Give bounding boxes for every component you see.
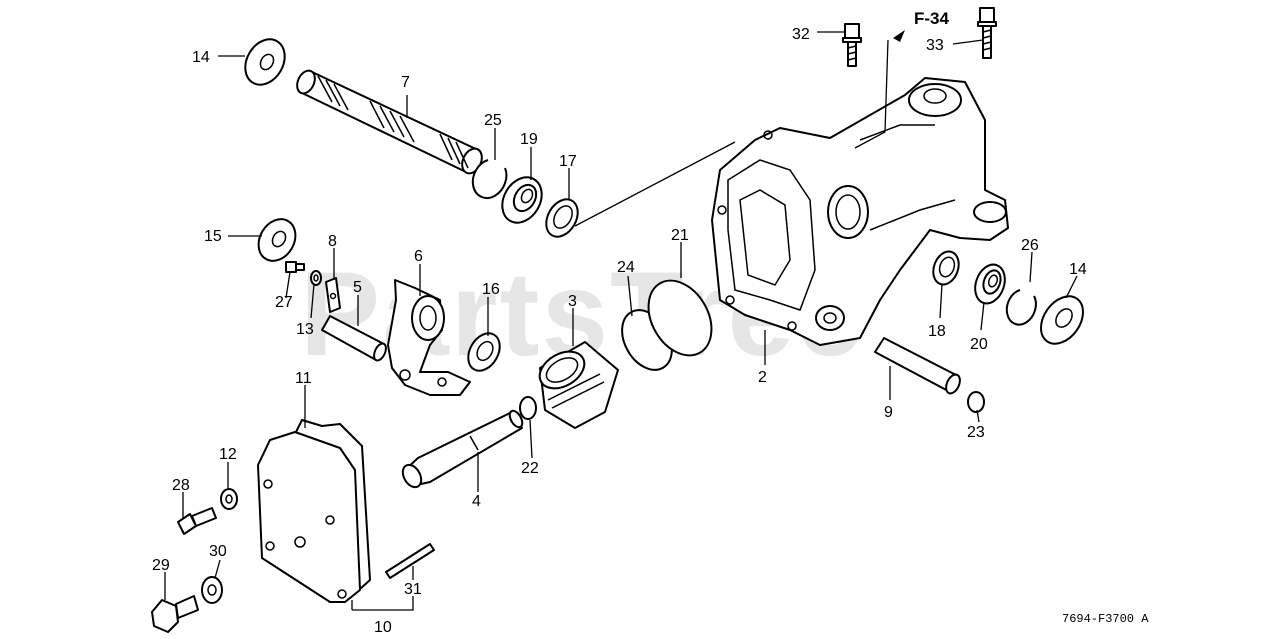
part-19-bearing[interactable] xyxy=(494,170,549,230)
callout-19: 19 xyxy=(520,131,538,148)
callout-28: 28 xyxy=(172,477,190,494)
part-30-washer[interactable] xyxy=(201,576,223,604)
callout-25: 25 xyxy=(484,112,502,129)
f34-arrow-head xyxy=(893,30,905,42)
callout-labels: 14 7 25 19 17 32 33 15 8 6 27 13 5 16 3 … xyxy=(152,26,1087,636)
figure-reference[interactable]: F-34 xyxy=(914,9,950,28)
callout-26: 26 xyxy=(1021,237,1039,254)
callout-3: 3 xyxy=(568,293,577,310)
part-22-o-ring[interactable] xyxy=(519,396,537,420)
part-13-washer[interactable] xyxy=(310,270,322,286)
callout-12: 12 xyxy=(219,446,237,463)
callout-30: 30 xyxy=(209,543,227,560)
callout-15: 15 xyxy=(204,228,222,245)
callout-22: 22 xyxy=(521,460,539,477)
part-16-washer[interactable] xyxy=(462,328,506,377)
callout-23: 23 xyxy=(967,424,985,441)
part-17-seal[interactable] xyxy=(540,194,584,243)
part-32-bolt[interactable] xyxy=(842,23,862,67)
part-5-pin[interactable] xyxy=(321,315,388,362)
callout-14-top: 14 xyxy=(192,49,210,66)
part-18-seal[interactable] xyxy=(929,248,963,288)
callout-5: 5 xyxy=(353,279,362,296)
callout-8: 8 xyxy=(328,233,337,250)
callout-13: 13 xyxy=(296,321,314,338)
leader-17-housing xyxy=(574,141,736,227)
part-33-bolt[interactable] xyxy=(977,7,997,59)
leader-lines xyxy=(164,31,1078,611)
callout-29: 29 xyxy=(152,557,170,574)
callout-33: 33 xyxy=(926,37,944,54)
callout-20: 20 xyxy=(970,336,988,353)
part-2-housing[interactable] xyxy=(711,77,1009,346)
part-25-snap-ring[interactable] xyxy=(471,159,508,199)
part-4-shaft[interactable] xyxy=(399,409,525,491)
callout-4: 4 xyxy=(472,493,481,510)
part-20-bearing[interactable] xyxy=(970,260,1010,307)
callout-24: 24 xyxy=(617,259,635,276)
part-31-pin[interactable] xyxy=(385,543,435,579)
part-27-bolt[interactable] xyxy=(285,261,305,273)
callout-17: 17 xyxy=(559,153,577,170)
callout-21: 21 xyxy=(671,227,689,244)
part-6-shifter-arm[interactable] xyxy=(387,279,471,396)
callout-6: 6 xyxy=(414,248,423,265)
callout-10: 10 xyxy=(374,619,392,636)
f34-arrow-line xyxy=(854,39,889,149)
part-26-snap-ring[interactable] xyxy=(1005,289,1037,326)
part-8-plate[interactable] xyxy=(325,277,341,313)
part-15-washer[interactable] xyxy=(251,212,302,267)
figure-code: 7694-F3700 A xyxy=(1062,612,1149,626)
part-23-clip[interactable] xyxy=(967,391,985,413)
callout-16: 16 xyxy=(482,281,500,298)
part-10-cover[interactable] xyxy=(257,431,361,603)
part-14-washer-right[interactable] xyxy=(1032,288,1091,351)
callout-27: 27 xyxy=(275,294,293,311)
callout-2: 2 xyxy=(758,369,767,386)
callout-31: 31 xyxy=(404,581,422,598)
part-3-sleeve[interactable] xyxy=(533,341,619,429)
part-14-washer-top[interactable] xyxy=(237,32,292,92)
part-7-shaft[interactable] xyxy=(294,68,486,177)
part-21-o-ring[interactable] xyxy=(636,269,724,366)
part-9-pin[interactable] xyxy=(874,337,963,396)
callout-11: 11 xyxy=(295,370,312,387)
callout-7: 7 xyxy=(401,74,410,91)
callout-18: 18 xyxy=(928,323,946,340)
callout-9: 9 xyxy=(884,404,893,421)
part-28-bolt[interactable] xyxy=(177,507,217,535)
callout-32: 32 xyxy=(792,26,810,43)
part-12-washer[interactable] xyxy=(220,488,238,510)
callout-14-right: 14 xyxy=(1069,261,1087,278)
part-29-bolt[interactable] xyxy=(151,595,199,633)
